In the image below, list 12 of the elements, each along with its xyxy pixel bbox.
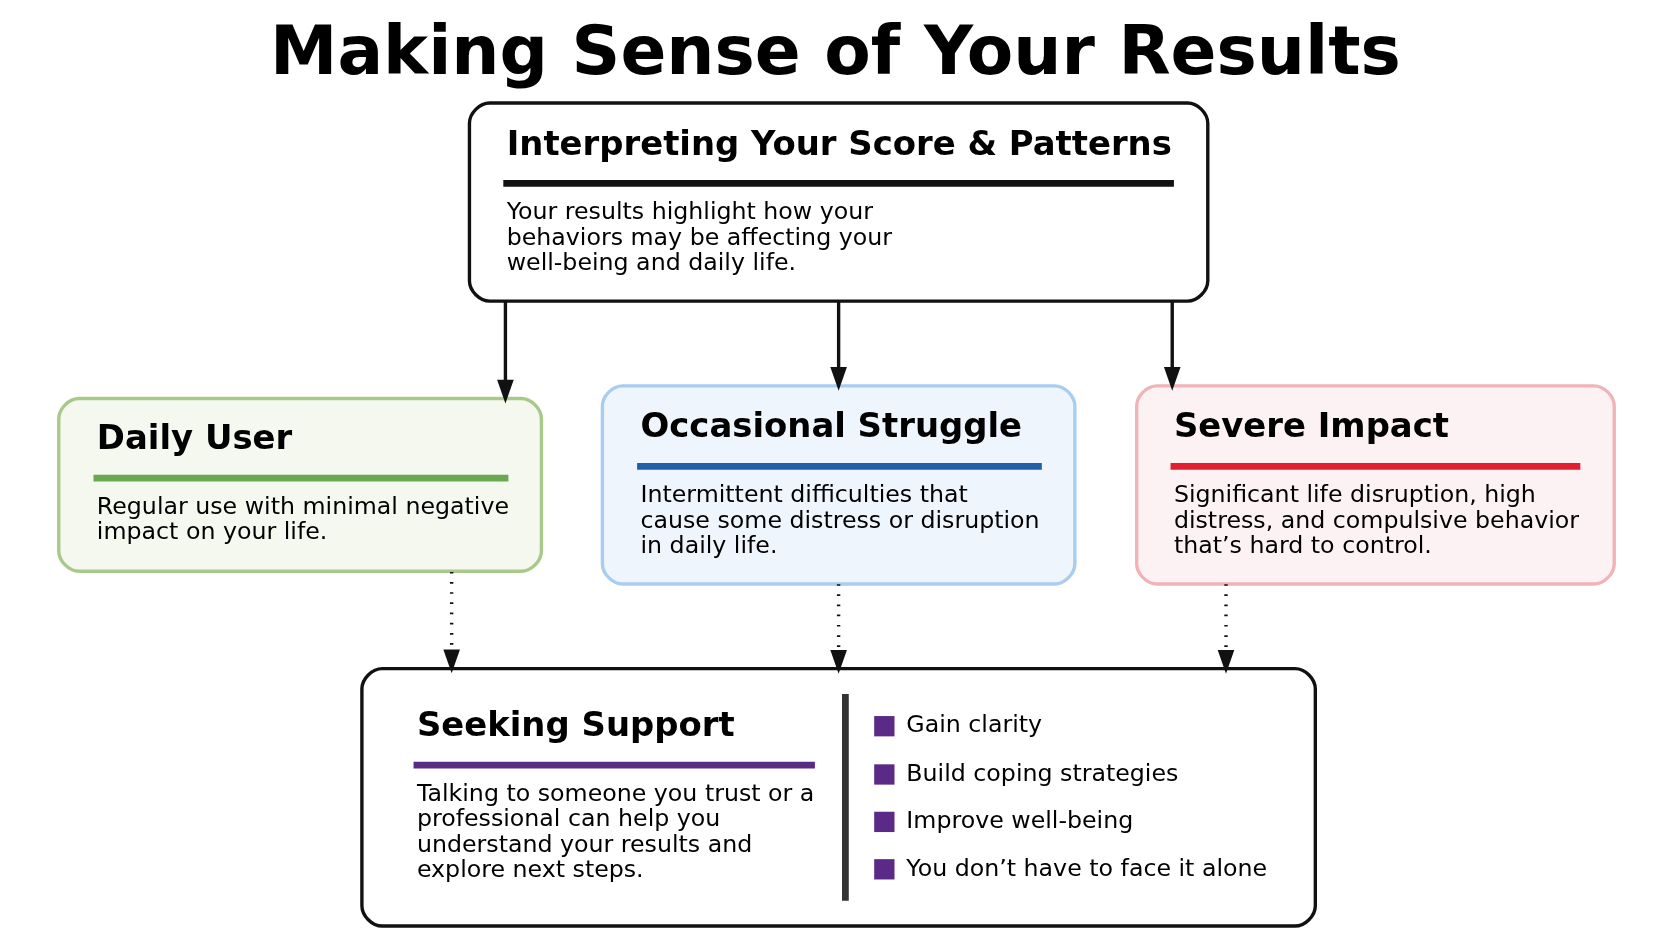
node-box: Severe Impact Significant life disruption, high distress, and compulsive behavior that’s hard to control. [1134, 384, 1616, 586]
node-box: Seeking Support Talking to someone you trust or a professional can help you understand your results and explore next steps. Gain clarity Build coping strategies Improve well-being You don’t have to face it alone [359, 666, 1317, 928]
diagram-title: Making Sense of Your Results [269, 11, 1401, 91]
arrow [496, 301, 514, 404]
arrow [1217, 584, 1234, 674]
arrow [829, 584, 847, 674]
node-box: Occasional Struggle Intermittent difficulties that cause some distress or disruption in daily life. [600, 384, 1077, 586]
node-box: Interpreting Your Score & Patterns Your results highlight how your behaviors may be affecting your well-being and daily life. [467, 101, 1209, 303]
arrow [442, 571, 460, 674]
node-box: Daily User Regular use with minimal negative impact on your life. [56, 396, 543, 573]
arrow [829, 301, 847, 391]
arrow [1163, 301, 1181, 391]
